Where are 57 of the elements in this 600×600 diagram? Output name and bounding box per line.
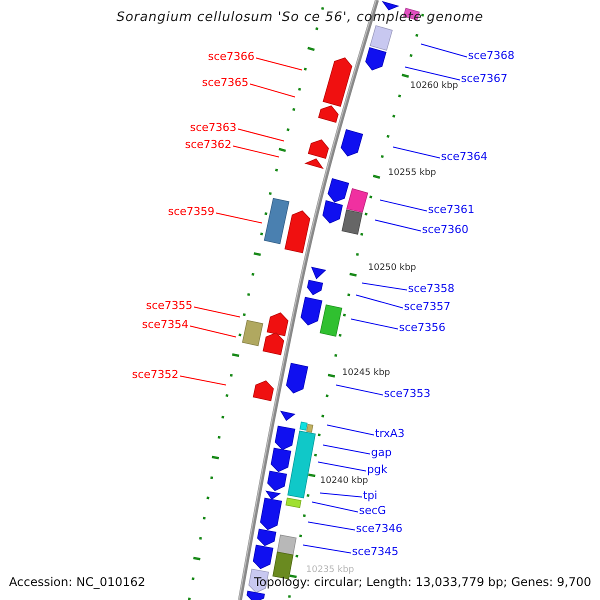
gene-label: sce7352 (132, 368, 179, 380)
gene-label: sce7366 (208, 50, 255, 62)
leader-line (336, 384, 384, 396)
leader-line (420, 44, 468, 58)
genome-info-text: Topology: circular; Length: 13,033,779 bp; Genes: 9,700 (254, 576, 592, 588)
gene-label: sce7346 (356, 522, 403, 534)
leader-line (238, 128, 284, 142)
position-label: 10245 kbp (342, 369, 390, 378)
genome-info-text: Accession: NC_010162 (9, 576, 146, 588)
leader-line (302, 544, 352, 554)
gene-label: sce7356 (399, 322, 446, 332)
gene-label: secG (359, 504, 386, 516)
gene-label: sce7359 (168, 206, 215, 216)
gene-label: trxA3 (375, 428, 405, 438)
gene-label: sce7365 (202, 76, 249, 88)
gene-label: sce7367 (461, 72, 508, 84)
gene-label: sce7355 (146, 300, 193, 310)
leader-line (374, 220, 422, 232)
position-label: 10250 kbp (368, 264, 416, 273)
leader-line (180, 376, 226, 386)
position-label: 10260 kbp (410, 82, 458, 91)
gene-label: sce7362 (185, 138, 232, 150)
leader-line (320, 492, 362, 498)
leader-line (356, 294, 404, 308)
leader-line (194, 306, 240, 318)
leader-line (362, 282, 408, 290)
leader-line (326, 424, 374, 436)
gene-label: sce7358 (408, 282, 455, 294)
gene-label: tpi (363, 490, 378, 500)
gene-label: sce7361 (428, 204, 475, 214)
position-label: 10235 kbp (306, 566, 354, 575)
gene-label: sce7360 (422, 224, 469, 234)
gene-label: sce7357 (404, 300, 451, 312)
leader-line (312, 502, 358, 512)
leader-line (404, 66, 460, 80)
gene-label: pgk (367, 464, 388, 474)
gene-label: sce7363 (190, 122, 237, 132)
gene-label: sce7354 (142, 318, 189, 330)
leader-line (318, 462, 366, 472)
leader-line (350, 318, 398, 330)
position-label: 10255 kbp (388, 169, 436, 178)
gene-label: sce7353 (384, 388, 431, 398)
leader-line (232, 146, 280, 158)
gene-label: sce7364 (441, 150, 488, 162)
leader-line (190, 326, 236, 338)
leader-line (308, 522, 356, 530)
gene-label: sce7368 (468, 50, 515, 60)
leader-line (256, 58, 302, 70)
gene-label: gap (371, 446, 392, 458)
position-label: 10240 kbp (320, 477, 368, 486)
leader-line (392, 146, 440, 158)
leader-line (250, 84, 296, 98)
gene-label: sce7345 (352, 546, 399, 556)
leader-line (322, 444, 370, 454)
leader-line (216, 212, 262, 224)
genome-title: Sorangium cellulosum 'So ce 56', complete genome (116, 11, 484, 24)
leader-line (380, 200, 428, 212)
